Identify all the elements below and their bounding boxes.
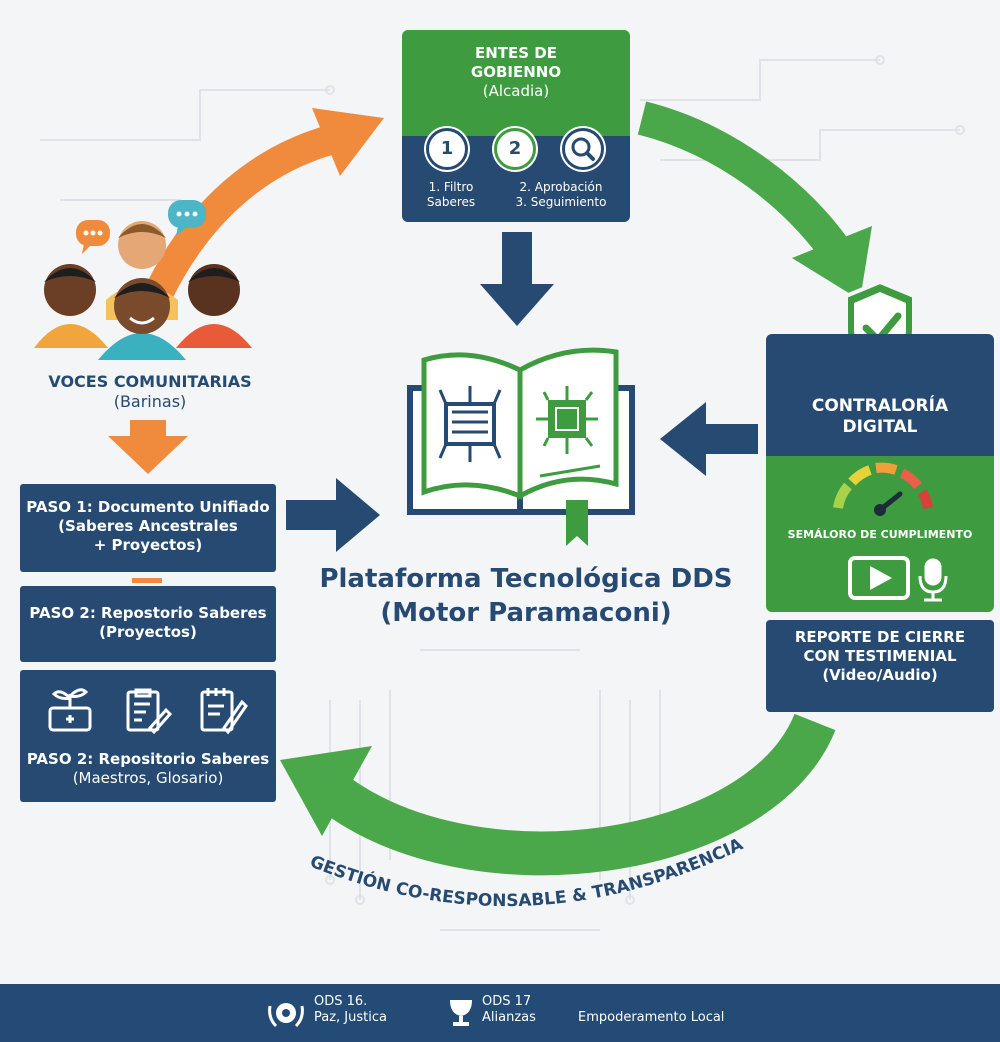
paso2-icons [48,688,248,735]
government-header: ENTES DE GOBIENNO (Alcadia) [402,30,630,136]
orange-arrow-down [108,420,188,583]
paso1-line2: (Saberes Ancestrales [58,516,238,535]
paso1-line1: PASO 1: Documento Unifiado [26,498,270,516]
paso2-projects-box: PASO 2: Repostorio Saberes (Proyectos) [20,586,276,662]
step1-label: 1. Filtro Saberes [416,180,486,210]
paso2b-line1: PASO 2: Repositorio Saberes [26,750,270,768]
ods17-line1: ODS 17 [482,994,532,1009]
paso2a-line1: PASO 2: Repostorio Saberes [29,604,267,622]
people-icon [34,200,252,360]
ods17-label: ODS 17 Alianzas [482,994,536,1027]
closing-report-box: REPORTE DE CIERRE CON TESTIMENIAL (Video… [766,620,994,712]
orange-arrow-to-government [146,108,384,297]
ods16-line2: Paz, Justica [314,1010,387,1026]
contraloria-title-line2: DIGITAL [842,417,918,438]
notepad-pen-icon [200,688,248,735]
community-subtitle: (Barinas) [113,392,187,411]
paso2b-line2: (Maestros, Glosario) [72,768,224,787]
book-icon [407,347,635,546]
navy-arrow-left [660,402,758,476]
microphone-icon [918,558,948,602]
paso2-masters-box: PASO 2: Repositorio Saberes (Maestros, G… [20,670,276,802]
search-icon [562,128,604,170]
navy-arrow-down [480,232,554,326]
report-line2: CON TESTIMENIAL [803,646,957,665]
footer-bar: ODS 16. Paz, Justica ODS 17 Alianzas Emp… [0,984,1000,1042]
platform-title-line2: (Motor Paramaconi) [380,598,672,628]
community-label: VOCES COMUNITARIAS (Barinas) [30,372,270,412]
ods16-label: ODS 16. Paz, Justica [314,994,387,1027]
step2-line1: 2. Aprobación [519,180,603,194]
chalice-icon [450,1000,472,1026]
government-subtitle: (Alcadia) [482,81,550,100]
step1-line2: Saberes [426,195,476,209]
green-return-arrow [280,712,836,876]
step2-line2: 3. Seguimiento [515,195,607,209]
step1-line1: 1. Filtro [428,180,474,194]
step-badge-2: 2 [494,128,536,170]
contraloria-body: SEMÁLORO DE CUMPLIMENTO [766,456,994,612]
green-arrow-to-contraloria [637,101,872,300]
government-box: ENTES DE GOBIENNO (Alcadia) 1 2 1. Filtr… [402,30,630,222]
report-line3: (Video/Audio) [822,665,938,684]
contraloria-box: CONTRALORÍA DIGITAL SEMÁLORO DE CUMPLIME… [766,334,994,612]
contraloria-title-line1: CONTRALORÍA [811,396,949,416]
empowerment-label: Empoderamento Local [578,1010,725,1025]
government-title-line1: ENTES DE [474,44,557,62]
media-icons [848,556,948,602]
video-play-icon [848,556,910,600]
paso2a-line2: (Proyectos) [99,622,197,641]
ods16-line1: ODS 16. [314,994,368,1009]
step-badge-1: 1 [426,128,468,170]
contraloria-header: CONTRALORÍA DIGITAL [766,334,994,456]
peace-dove-icon [268,1003,304,1028]
clipboard-edit-icon [126,688,173,735]
gauge-label: SEMÁLORO DE CUMPLIMENTO [787,528,973,541]
step2-label: 2. Aprobación 3. Seguimiento [498,180,624,210]
compliance-gauge-icon [833,462,933,516]
platform-title-line1: Plataforma Tecnológica DDS [319,564,733,594]
paso1-line3: + Proyectos) [93,535,203,554]
seedling-icon [48,688,92,732]
platform-title: Plataforma Tecnológica DDS (Motor Parama… [296,562,756,630]
community-title: VOCES COMUNITARIAS [48,372,252,391]
ods17-line2: Alianzas [482,1010,536,1026]
paso2b-text: PASO 2: Repositorio Saberes (Maestros, G… [20,750,276,788]
navy-arrow-right [286,478,380,552]
report-line1: REPORTE DE CIERRE [794,628,966,646]
government-title-line2: GOBIENNO [470,62,562,81]
paso1-box: PASO 1: Documento Unifiado (Saberes Ance… [20,484,276,572]
